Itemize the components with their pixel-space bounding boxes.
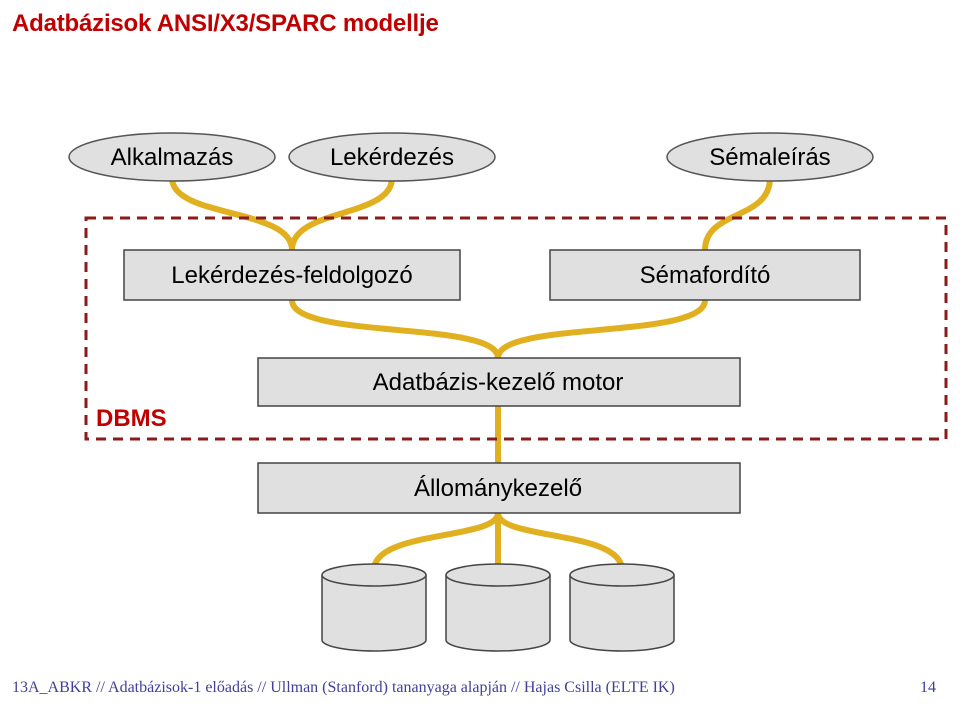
connector-files-disk3 (495, 510, 625, 573)
dbms-label: DBMS (96, 405, 167, 432)
database-cylinder-icon (445, 563, 551, 652)
connector-query-engine (289, 297, 501, 361)
connector-alkalmazas-query (169, 175, 295, 253)
input-alkalmazas: Alkalmazás (68, 132, 276, 182)
input-lekerdezes: Lekérdezés (288, 132, 496, 182)
page-title: Adatbázisok ANSI/X3/SPARC modellje (12, 10, 439, 37)
input-semaleiras: Sémaleírás (666, 132, 874, 182)
box-db-engine: Adatbázis-kezelő motor (257, 357, 741, 407)
box-db-engine-label: Adatbázis-kezelő motor (373, 369, 624, 396)
connector-semaleiras-compiler (702, 175, 773, 253)
box-query-processor-label: Lekérdezés-feldolgozó (171, 262, 413, 289)
database-cylinder-icon (321, 563, 427, 652)
input-alkalmazas-label: Alkalmazás (111, 144, 234, 171)
connector-lekerdezes-query (289, 175, 395, 253)
database-cylinder-icon (569, 563, 675, 652)
box-schema-compiler: Sémafordító (549, 249, 861, 301)
box-schema-compiler-label: Sémafordító (640, 262, 771, 289)
box-file-manager: Állománykezelő (257, 462, 741, 514)
connector-compiler-engine (495, 297, 708, 361)
dbms-boundary (84, 216, 948, 441)
connectors (169, 175, 773, 573)
input-lekerdezes-label: Lekérdezés (330, 144, 454, 171)
page-number: 14 (920, 679, 936, 696)
box-file-manager-label: Állománykezelő (414, 475, 582, 502)
architecture-diagram: DBMS Alkalmazás Lekérdezés Sémaleírás Le… (68, 132, 948, 652)
input-semaleiras-label: Sémaleírás (709, 144, 830, 171)
footer-credit: 13A_ABKR // Adatbázisok-1 előadás // Ull… (12, 679, 675, 696)
connector-files-disk1 (371, 510, 501, 573)
box-query-processor: Lekérdezés-feldolgozó (123, 249, 461, 301)
